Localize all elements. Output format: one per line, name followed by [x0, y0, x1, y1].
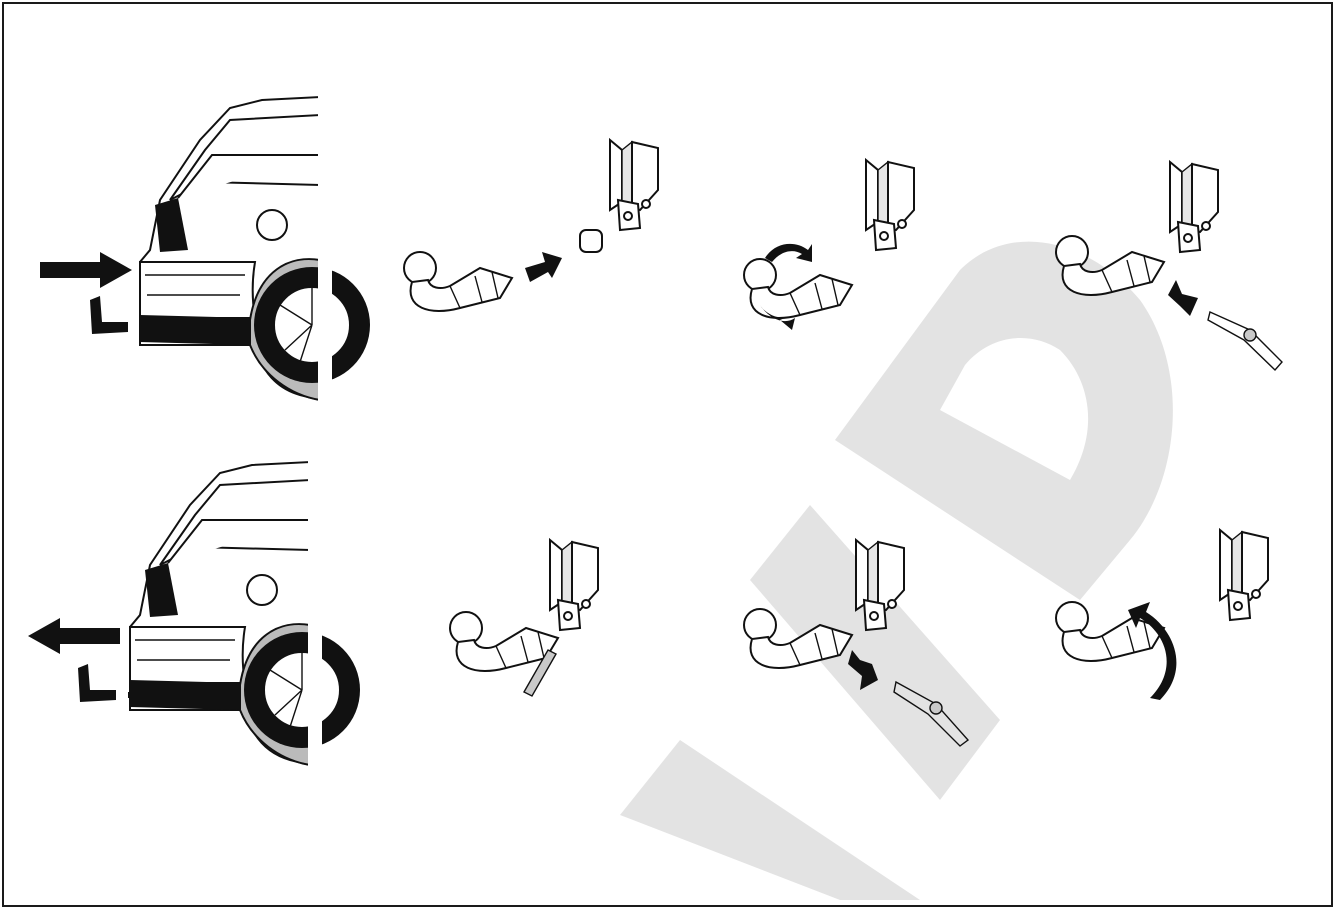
ball-neck-icon	[744, 259, 852, 318]
arrow-icon	[1168, 280, 1198, 316]
ball-neck-icon	[404, 252, 512, 311]
arrow-icon	[525, 252, 562, 282]
mounting-bracket-icon	[1170, 162, 1218, 252]
mounting-bracket-icon	[550, 540, 598, 630]
mounting-bracket-icon	[1220, 530, 1268, 620]
mounting-bracket-icon	[866, 160, 914, 250]
arrow-icon	[28, 618, 120, 654]
ball-neck-icon	[1056, 236, 1164, 295]
mounting-bracket-icon	[580, 140, 658, 252]
rotate-arrow-icon	[765, 244, 812, 262]
car-rear-icon	[130, 455, 360, 775]
arrow-icon	[40, 252, 132, 288]
key-icon	[1208, 312, 1282, 370]
ball-neck-icon	[1056, 602, 1164, 661]
car-rear-icon	[140, 90, 370, 410]
